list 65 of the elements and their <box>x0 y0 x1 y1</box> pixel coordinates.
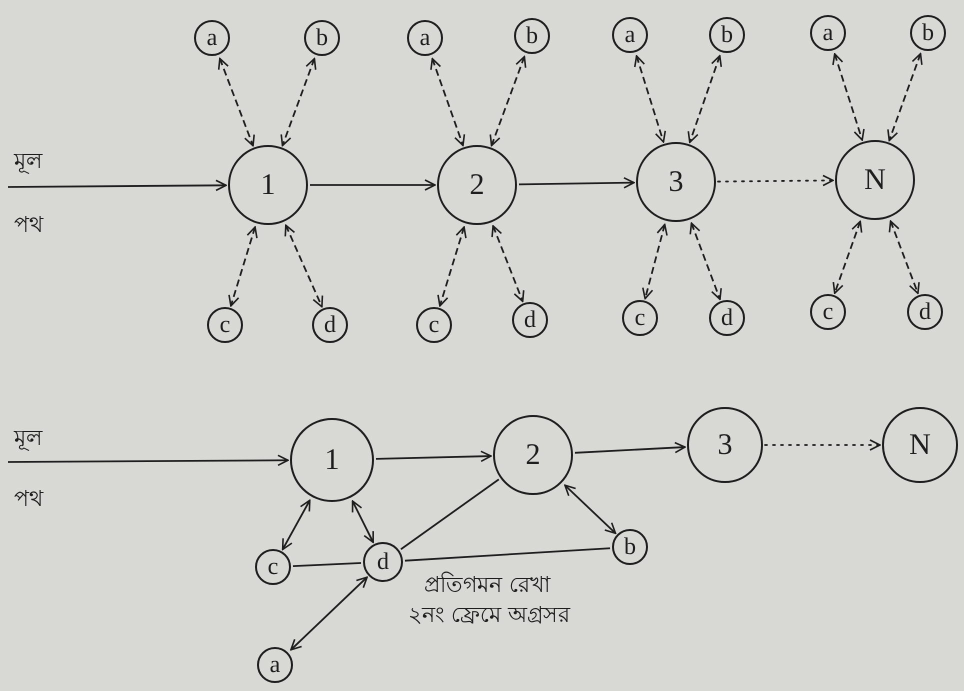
arrow <box>437 226 467 307</box>
arrow <box>832 53 865 141</box>
arrow <box>228 226 258 307</box>
node-label: a <box>420 26 430 50</box>
connector-line <box>292 562 362 567</box>
arrow <box>376 450 492 462</box>
node-label: b <box>526 24 538 48</box>
arrow <box>218 58 255 147</box>
node-label: 1 <box>324 445 340 475</box>
node-label: a <box>206 26 218 50</box>
arrow <box>310 179 436 191</box>
arrow <box>280 58 316 146</box>
node-label: c <box>268 555 278 579</box>
arrow <box>888 220 920 294</box>
node-label: d <box>721 306 733 330</box>
node-label: 2 <box>470 170 484 200</box>
node-label: c <box>822 300 834 324</box>
text-label: মূল <box>14 425 42 452</box>
node-label: 2 <box>526 440 540 470</box>
arrow <box>688 54 722 144</box>
text-label: পথ <box>14 486 43 514</box>
arrow <box>352 500 374 544</box>
arrow <box>689 222 722 300</box>
connector-line <box>404 547 610 562</box>
arrow <box>887 52 923 142</box>
text-label: ২নং ফ্রেমে অগ্রসর <box>408 602 570 630</box>
arrow <box>564 484 616 534</box>
node-label: 3 <box>668 167 684 197</box>
arrow <box>8 180 227 192</box>
arrow <box>430 58 466 146</box>
text-label: প্রতিগমন রেখা <box>424 572 550 600</box>
node-label: d <box>919 300 931 324</box>
arrow <box>290 576 368 651</box>
node-label: a <box>624 23 636 47</box>
arrow <box>282 499 311 550</box>
arrow <box>642 224 668 300</box>
text-label: পথ <box>14 212 43 240</box>
arrow <box>491 225 524 302</box>
node-label: c <box>634 306 646 330</box>
node-label: 1 <box>260 170 276 200</box>
node-label: N <box>864 165 886 195</box>
node-label: b <box>624 535 636 559</box>
text-label: মূল <box>14 148 42 176</box>
arrow <box>764 439 881 451</box>
connector-line <box>400 478 500 550</box>
node-label: c <box>428 313 440 337</box>
arrow <box>8 454 289 466</box>
arrow <box>518 176 635 189</box>
node-label: 3 <box>718 430 732 460</box>
node-label: N <box>909 430 931 460</box>
node-label: b <box>316 26 328 50</box>
arrow <box>717 174 834 186</box>
node-label: d <box>524 308 536 332</box>
node-label: d <box>377 550 389 574</box>
node-label: b <box>721 23 733 47</box>
arrow <box>832 220 862 294</box>
arrow <box>634 55 666 143</box>
arrow <box>490 56 526 146</box>
arrow <box>284 224 324 308</box>
node-label: a <box>822 21 834 45</box>
node-label: b <box>922 21 934 45</box>
arrow <box>574 442 686 454</box>
node-label: a <box>270 653 280 677</box>
node-label: d <box>324 313 336 337</box>
node-label: c <box>220 313 230 337</box>
